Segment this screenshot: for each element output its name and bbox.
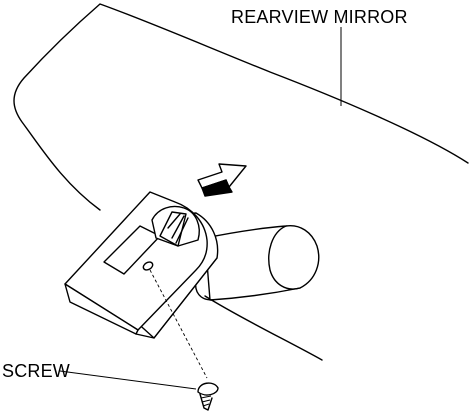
removal-direction-arrow [197,163,247,197]
screw-alignment-line [149,269,208,379]
mirror-lower-edge [204,295,323,361]
screw-label: SCREW [2,361,70,381]
screw-hole [142,261,154,271]
clip-tab [159,211,187,247]
mount-flange-right [135,257,218,339]
support-arm-end-ring [268,225,301,290]
screw-icon [197,382,219,411]
rearview-mirror-label: REARVIEW MIRROR [231,7,408,27]
mirror-support-arm [204,225,320,301]
clip-tab-detail [167,213,189,244]
screw-leader [59,370,197,390]
rearview-mirror-body [13,3,469,211]
